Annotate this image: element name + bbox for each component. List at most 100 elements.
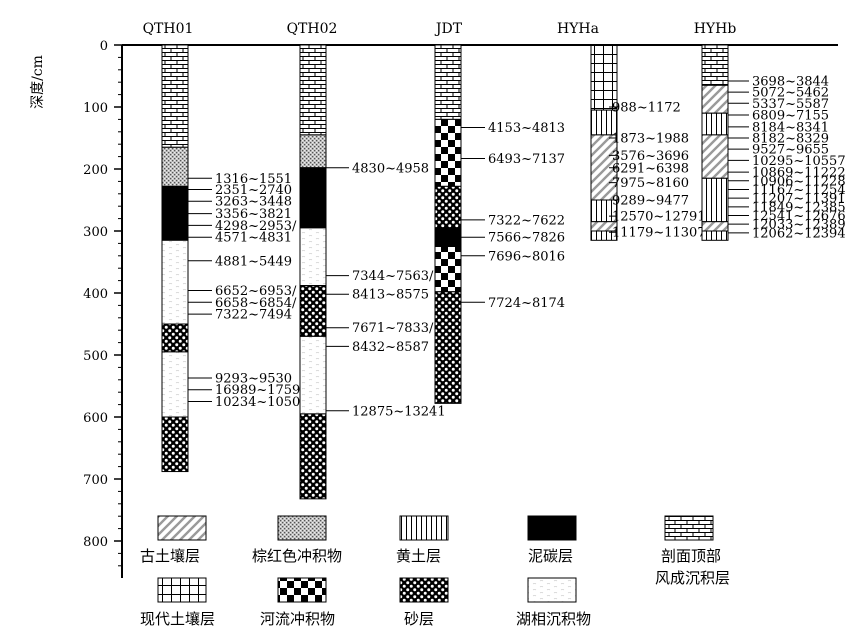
age-label: 10869~11222 bbox=[752, 166, 846, 181]
layer-modernsoil bbox=[590, 44, 618, 111]
age-label: 9289~9477 bbox=[612, 194, 689, 209]
y-tick-label: 500 bbox=[83, 349, 108, 364]
core-title: JDT bbox=[434, 21, 463, 37]
age-label: 7322~7622 bbox=[488, 213, 565, 228]
core-title: QTH02 bbox=[287, 21, 338, 37]
age-label: 6493~7137 bbox=[488, 152, 565, 167]
age-label: 6658~6854/ bbox=[215, 296, 297, 311]
layer-sand bbox=[299, 285, 327, 337]
age-label: 3356~3821 bbox=[215, 207, 292, 222]
layer-lake bbox=[299, 227, 327, 287]
layer-redbrown bbox=[161, 146, 189, 187]
y-tick-label: 700 bbox=[83, 473, 108, 488]
legend-label: 湖相沉积物 bbox=[516, 610, 591, 628]
age-label: 10906~11228 bbox=[752, 174, 846, 189]
legend-label: 棕红色冲积物 bbox=[252, 547, 342, 565]
age-label: 9527~9655 bbox=[752, 143, 829, 158]
core-jdt: JDT4153~48136493~71377322~76227566~78267… bbox=[434, 21, 565, 404]
legend-item-modernsoil: 现代土壤层 bbox=[140, 577, 215, 628]
age-label: 16989~17599 bbox=[215, 383, 309, 398]
legend-label: 砂层 bbox=[404, 610, 434, 628]
age-label: 9293~9530 bbox=[215, 371, 292, 386]
layer-eolian bbox=[701, 44, 729, 86]
core-hyha: HYHa 988~1172 1873~1988 3576~36966291~63987… bbox=[557, 21, 706, 241]
age-label: 1873~1988 bbox=[612, 132, 689, 147]
core-qth02: QTH024830~49587344~7563/8413~85757671~78… bbox=[287, 21, 446, 500]
core-qth01: QTH01 1316~15512351~27403263~34483356~382… bbox=[143, 21, 309, 473]
age-label: 1316~1551 bbox=[215, 172, 292, 187]
legend-swatch bbox=[399, 515, 449, 541]
age-label: 12570~12791 bbox=[612, 210, 706, 225]
age-label: 11167~11254 bbox=[752, 183, 846, 198]
layer-sand bbox=[161, 416, 189, 473]
layer-loess bbox=[701, 230, 729, 241]
layer-peat bbox=[161, 185, 189, 241]
age-label: 7696~8016 bbox=[488, 249, 565, 264]
layer-paleosol bbox=[701, 84, 729, 114]
legend-label: 风成沉积层 bbox=[655, 569, 730, 587]
legend-item-redbrown: 棕红色冲积物 bbox=[252, 515, 342, 565]
layer-sand bbox=[434, 185, 462, 229]
layer-fluvial bbox=[434, 118, 462, 187]
layer-eolian bbox=[161, 44, 189, 148]
age-label: 12033~12389 bbox=[752, 218, 846, 233]
core-title: QTH01 bbox=[143, 21, 194, 37]
age-label: 988~1172 bbox=[612, 101, 681, 116]
age-label: 12541~12676 bbox=[752, 209, 846, 224]
legend-item-paleosol: 古土壤层 bbox=[140, 515, 207, 565]
age-label: 2351~2740 bbox=[215, 183, 292, 198]
core-columns: QTH01 1316~15512351~27403263~34483356~382… bbox=[143, 21, 846, 500]
age-label: 6809~7155 bbox=[752, 109, 829, 124]
age-label: 5072~5462 bbox=[752, 86, 829, 101]
age-label: 7566~7826 bbox=[488, 231, 565, 246]
y-tick-label: 800 bbox=[83, 535, 108, 550]
age-label: 7975~8160 bbox=[612, 176, 689, 191]
age-label: 7322~7494 bbox=[215, 308, 292, 323]
age-label: 12062~12394 bbox=[752, 226, 846, 241]
age-label: 4571~4831 bbox=[215, 231, 292, 246]
age-label: 11179~11307 bbox=[612, 226, 706, 241]
layer-eolian bbox=[434, 44, 462, 120]
y-tick-label: 0 bbox=[100, 39, 108, 54]
legend-item-sand: 砂层 bbox=[399, 577, 449, 628]
legend-swatch bbox=[664, 515, 714, 541]
legend-swatch bbox=[277, 577, 327, 603]
age-label: 6291~6398 bbox=[612, 161, 689, 176]
layer-lake bbox=[161, 351, 189, 418]
legend-label: 现代土壤层 bbox=[140, 610, 215, 628]
legend-label: 古土壤层 bbox=[140, 547, 200, 565]
layer-loess bbox=[701, 177, 729, 223]
age-label: 4830~4958 bbox=[352, 161, 429, 176]
core-title: HYHb bbox=[694, 21, 737, 37]
layer-sand bbox=[434, 291, 462, 404]
legend-item-fluvial: 河流冲积物 bbox=[260, 577, 335, 628]
legend-item-lake: 湖相沉积物 bbox=[516, 577, 591, 628]
legend-label: 泥碳层 bbox=[528, 547, 573, 565]
layer-loess bbox=[590, 230, 618, 241]
legend-swatch bbox=[157, 515, 207, 541]
age-label: 3698~3844 bbox=[752, 74, 829, 89]
y-tick-label: 600 bbox=[83, 411, 108, 426]
y-tick-label: 400 bbox=[83, 287, 108, 302]
age-label: 3576~3696 bbox=[612, 149, 689, 164]
layer-peat bbox=[299, 167, 327, 229]
age-label: 6652~6953/ bbox=[215, 284, 297, 299]
age-label: 11849~12385 bbox=[752, 200, 846, 215]
core-hyhb: HYHb3698~38445072~54625337~55876809~7155… bbox=[694, 21, 846, 241]
legend-swatch bbox=[157, 577, 207, 603]
legend-swatch bbox=[277, 515, 327, 541]
age-label: 12875~13241 bbox=[352, 404, 446, 419]
age-label: 4881~5449 bbox=[215, 254, 292, 269]
layer-sand bbox=[299, 413, 327, 500]
legend: 古土壤层棕红色冲积物黄土层泥碳层剖面顶部风成沉积层现代土壤层河流冲积物砂层湖相沉… bbox=[140, 515, 730, 628]
layer-loess bbox=[590, 109, 618, 136]
age-label: 8432~8587 bbox=[352, 340, 429, 355]
legend-label: 河流冲积物 bbox=[260, 610, 335, 628]
core-title: HYHa bbox=[557, 21, 599, 37]
legend-item-peat: 泥碳层 bbox=[527, 515, 577, 565]
y-axis-label: 深度/cm bbox=[30, 55, 46, 109]
layer-lake bbox=[299, 335, 327, 415]
age-label: 3263~3448 bbox=[215, 195, 292, 210]
